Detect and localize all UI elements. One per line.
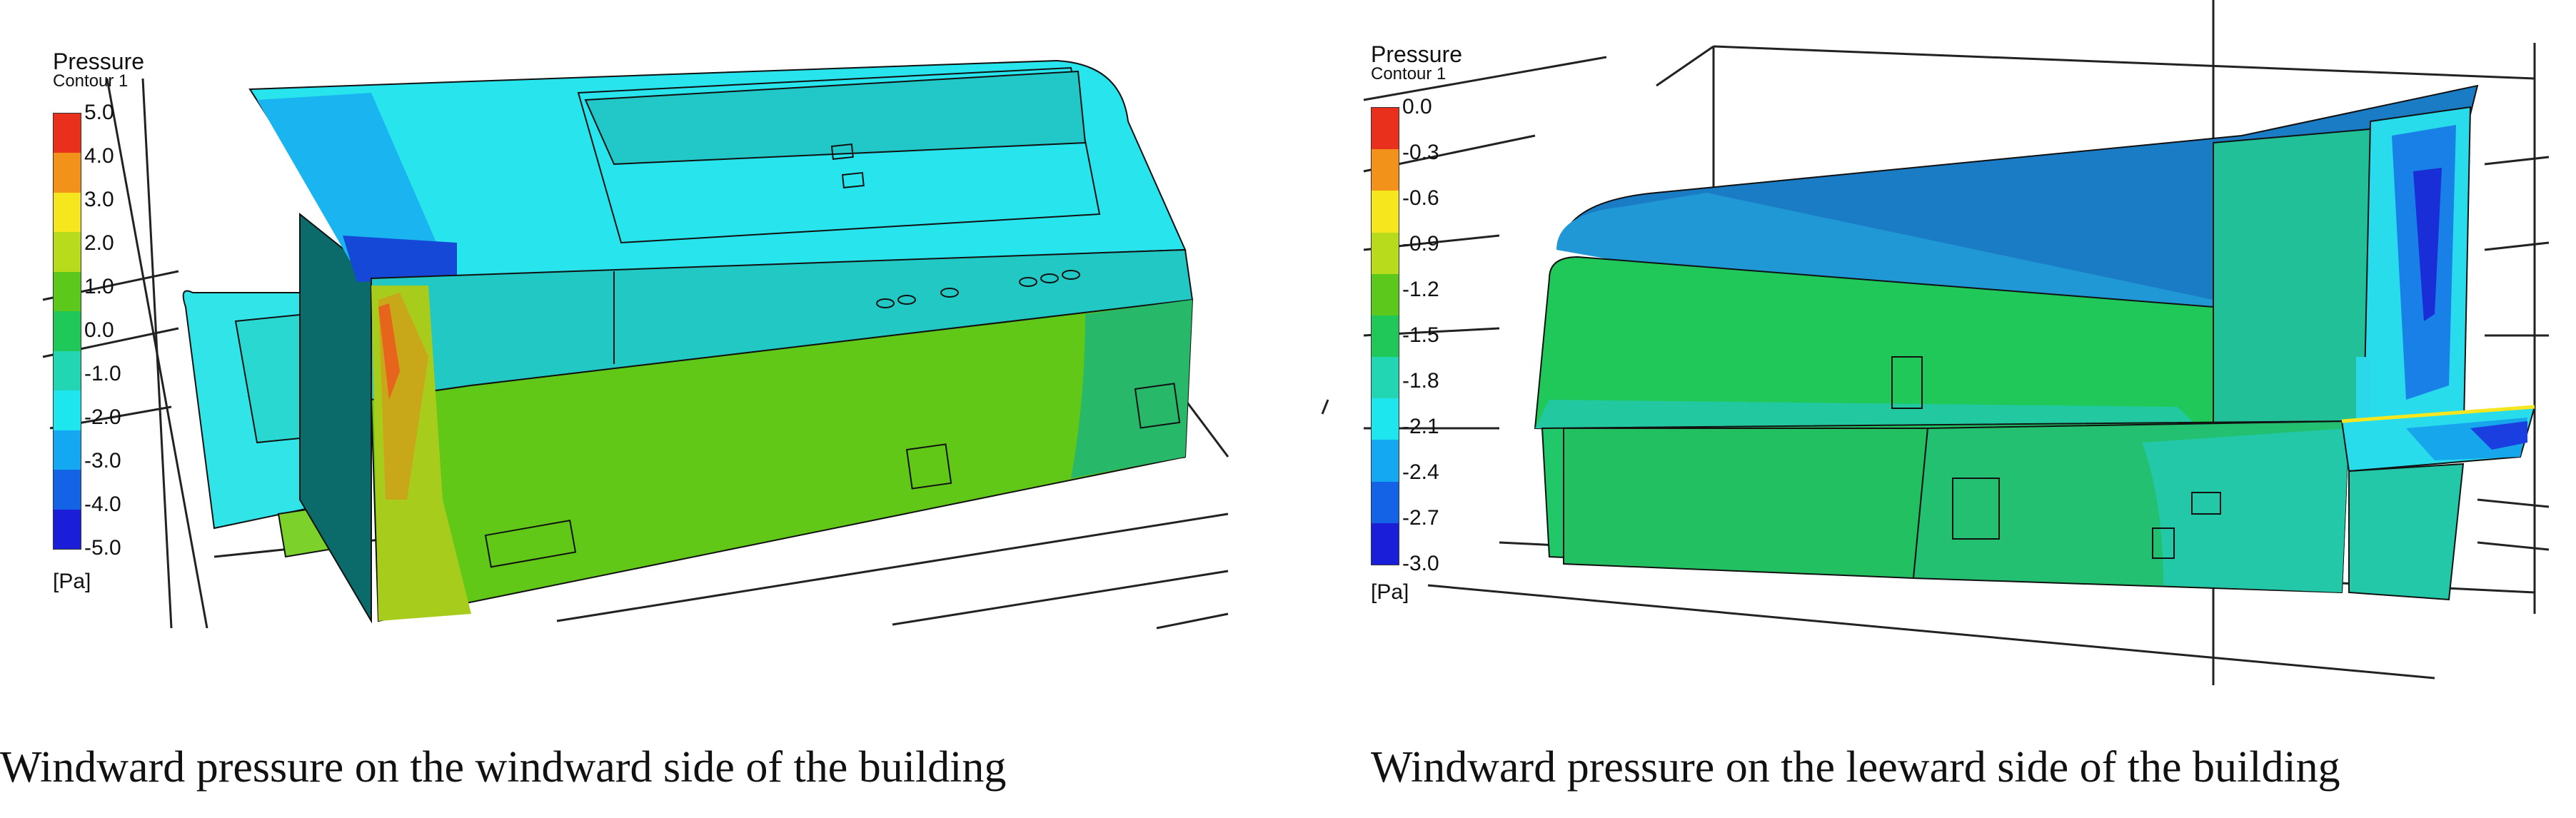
legend-unit: [Pa] bbox=[1371, 580, 1409, 604]
legend-swatch bbox=[1372, 315, 1399, 358]
legend-swatch bbox=[54, 271, 81, 312]
legend-swatch bbox=[1372, 522, 1399, 565]
legend-swatch bbox=[1372, 481, 1399, 524]
legend-swatch bbox=[54, 430, 81, 470]
legend-tick-label: 2.0 bbox=[84, 231, 114, 255]
legend-swatch bbox=[54, 113, 81, 153]
legend-tick-label: -1.8 bbox=[1402, 369, 1439, 393]
legend-tick-label: -0.6 bbox=[1402, 186, 1439, 210]
legend-tick-label: -2.0 bbox=[84, 405, 121, 429]
legend-tick-label: -0.3 bbox=[1402, 141, 1439, 164]
legend-tick-label: -2.7 bbox=[1402, 506, 1439, 530]
legend-swatch bbox=[1372, 398, 1399, 440]
legend-tick-label: -1.5 bbox=[1402, 323, 1439, 347]
legend-swatch bbox=[54, 350, 81, 391]
leeward-building-render bbox=[1321, 0, 2550, 685]
legend-swatch bbox=[1372, 440, 1399, 483]
windward-building-render bbox=[42, 59, 1229, 630]
legend-swatch bbox=[1372, 273, 1399, 316]
legend-title: Pressure bbox=[53, 49, 145, 74]
legend-tick-label: -5.0 bbox=[84, 536, 121, 560]
legend-swatch bbox=[1372, 149, 1399, 191]
legend-swatch bbox=[1372, 108, 1399, 150]
legend-subtitle: Contour 1 bbox=[1371, 64, 1447, 84]
legend-tick-label: -4.0 bbox=[84, 493, 121, 516]
legend-tick-label: -3.0 bbox=[84, 449, 121, 473]
legend-swatch bbox=[54, 192, 81, 233]
legend-tick-label: -1.0 bbox=[84, 362, 121, 385]
legend-tick-label: 1.0 bbox=[84, 275, 114, 298]
legend-swatch bbox=[54, 470, 81, 510]
caption: Windward pressure on the windward side o… bbox=[0, 743, 1007, 792]
legend-tick-label: -2.4 bbox=[1402, 460, 1439, 484]
leeward-panel: Pressure Contour 1 0.0 -0.3 -0.6 -0.9 -1.2 -1… bbox=[1321, 0, 2576, 792]
legend-swatch bbox=[54, 232, 81, 273]
legend-unit: [Pa] bbox=[53, 570, 91, 593]
legend-swatch bbox=[54, 390, 81, 431]
windward-panel: Pressure Contour 1 5.0 4.0 3.0 2.0 1.0 0.0 -1.… bbox=[0, 0, 1278, 792]
legend-swatch bbox=[1372, 357, 1399, 399]
legend-tick-label: -2.1 bbox=[1402, 415, 1439, 438]
legend-tick-label: -3.0 bbox=[1402, 552, 1439, 575]
legend-swatch bbox=[1372, 191, 1399, 233]
legend-tick-label: 0.0 bbox=[84, 318, 114, 342]
legend-subtitle: Contour 1 bbox=[53, 71, 129, 91]
legend-swatch bbox=[54, 311, 81, 352]
legend-swatch bbox=[54, 509, 81, 550]
legend-swatch bbox=[1372, 232, 1399, 275]
legend-tick-label: 5.0 bbox=[84, 101, 114, 124]
legend-tick-label: -1.2 bbox=[1402, 278, 1439, 301]
legend-tick-label: -0.9 bbox=[1402, 232, 1439, 256]
legend-tick-label: 0.0 bbox=[1402, 95, 1432, 118]
legend-colorbar bbox=[53, 113, 81, 550]
legend-tick-label: 3.0 bbox=[84, 188, 114, 211]
legend-tick-label: 4.0 bbox=[84, 144, 114, 168]
caption: Windward pressure on the leeward side of… bbox=[1371, 743, 2340, 792]
legend-colorbar bbox=[1371, 107, 1399, 565]
legend-swatch bbox=[54, 153, 81, 193]
legend-title: Pressure bbox=[1371, 41, 1463, 67]
